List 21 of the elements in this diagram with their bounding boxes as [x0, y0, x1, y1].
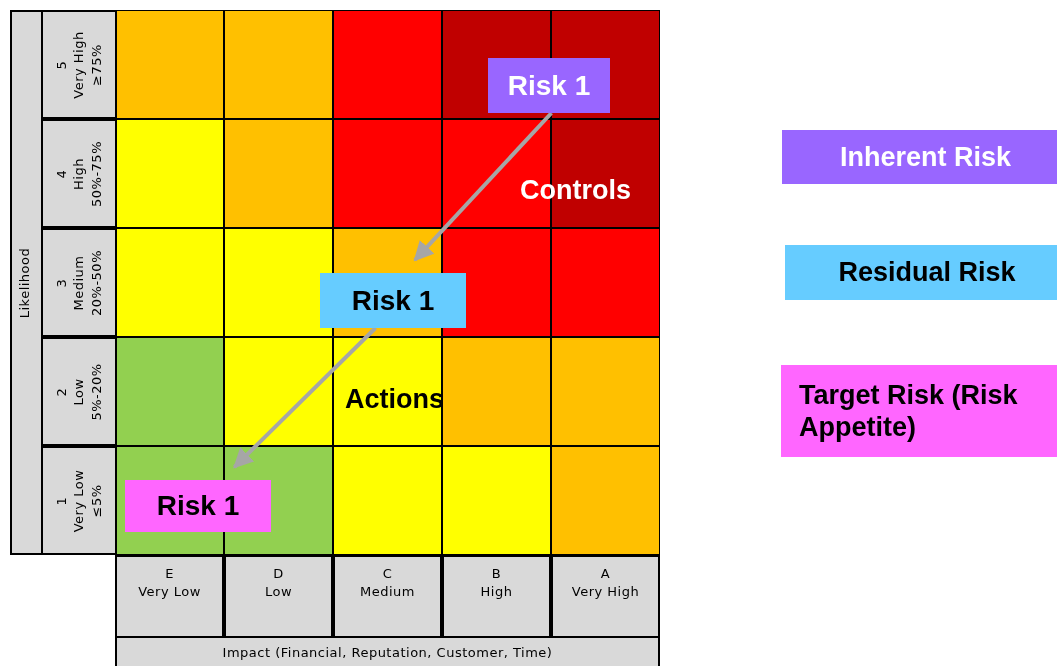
column-header-text: A Very High [570, 565, 641, 601]
column-header-text: C Medium [359, 565, 416, 601]
column-header-text: B High [479, 565, 514, 601]
legend-text: Target Risk (Risk Appetite) [799, 378, 1019, 444]
column-header-text: E Very Low [137, 565, 202, 601]
row-header-text: 4 High 50%-75% [52, 139, 105, 209]
edge-label: Actions [345, 384, 444, 415]
row-header-text: 1 Very Low ≤5% [52, 468, 105, 534]
legend-text: Inherent Risk [838, 140, 1012, 174]
row-header-text: 3 Medium 20%-50% [52, 248, 105, 318]
arrow [413, 111, 553, 262]
row-header-text: 2 Low 5%-20% [52, 361, 105, 423]
arrow [233, 326, 377, 469]
row-header-text: 5 Very High ≥75% [52, 29, 105, 101]
axis-title: Likelihood [16, 246, 33, 320]
legend-text: Residual Risk [837, 256, 1017, 290]
residual-risk-box: Risk 1 [320, 273, 466, 328]
inherent-risk-box: Risk 1 [488, 58, 610, 113]
axis-title: Impact (Financial, Reputation, Customer, Time) [221, 644, 554, 662]
column-header-text: D Low [263, 565, 294, 601]
target-risk-box: Risk 1 [125, 480, 271, 532]
